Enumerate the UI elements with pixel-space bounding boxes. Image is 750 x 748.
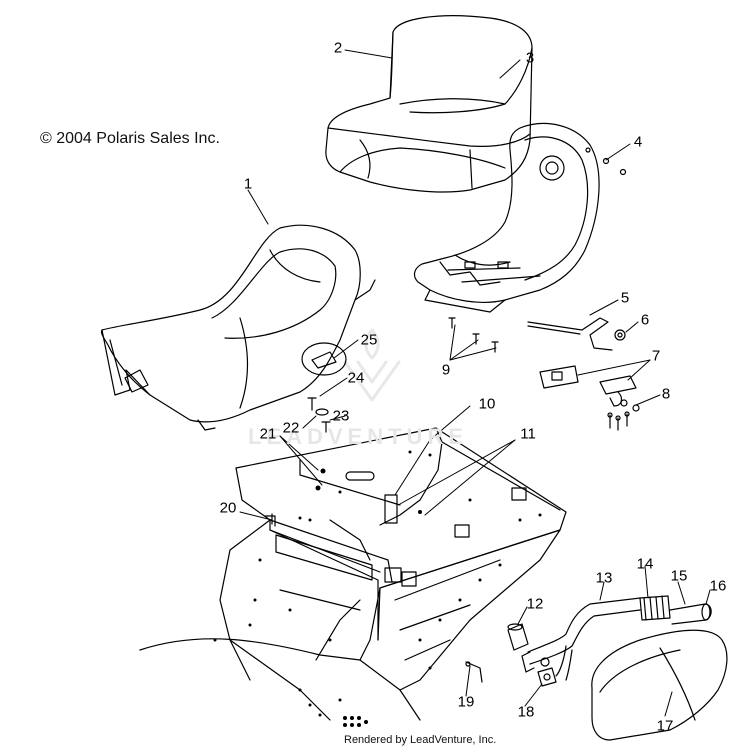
callout-22: 22 [282, 419, 300, 437]
callout-21: 21 [259, 425, 277, 443]
backrest-cushion-drawing [325, 15, 533, 193]
copyright-notice: © 2004 Polaris Sales Inc. [40, 130, 220, 147]
screw-drawing [585, 147, 627, 176]
grab-handle-drawing [521, 595, 712, 681]
callout-15: 15 [670, 567, 688, 585]
latch-rod-drawing [527, 317, 626, 351]
callout-8: 8 [661, 385, 671, 403]
clamp-bolt-drawing [465, 661, 557, 687]
frame-rivets-drawing [213, 450, 542, 727]
callout-19: 19 [457, 693, 475, 711]
backrest-pad-drawing [591, 629, 728, 741]
callout-23: 23 [332, 407, 350, 425]
latch-brackets-drawing [539, 365, 640, 431]
backrest-shell-drawing [413, 122, 600, 313]
watermark-text: LEADVENTURE [248, 424, 469, 449]
callout-14: 14 [636, 555, 654, 573]
callout-4: 4 [633, 133, 643, 151]
callout-5: 5 [620, 289, 630, 307]
main-seat-drawing [100, 224, 376, 431]
callout-12: 12 [526, 595, 544, 613]
footer-credit: Rendered by LeadVenture, Inc. [344, 734, 497, 746]
callout-20: 20 [219, 499, 237, 517]
mounting-studs-drawing [448, 317, 499, 353]
callout-11: 11 [520, 425, 536, 443]
bushing-drawing [507, 623, 529, 651]
callout-7: 7 [651, 347, 661, 365]
callout-6: 6 [640, 311, 650, 329]
callout-18: 18 [517, 703, 535, 721]
callout-2: 2 [333, 39, 343, 57]
callout-13: 13 [595, 569, 613, 587]
callout-1: 1 [243, 175, 253, 193]
callout-3: 3 [525, 49, 535, 67]
callout-17: 17 [656, 717, 674, 735]
leader-lines [239, 49, 711, 717]
watermark-logo [343, 328, 401, 402]
callout-25: 25 [360, 331, 378, 349]
callout-16: 16 [709, 577, 727, 595]
callout-9: 9 [441, 361, 451, 379]
callout-24: 24 [347, 369, 365, 387]
seat-hardware-drawing [307, 397, 331, 433]
callout-10: 10 [478, 395, 496, 413]
tunnel-frame-drawing [139, 427, 567, 721]
